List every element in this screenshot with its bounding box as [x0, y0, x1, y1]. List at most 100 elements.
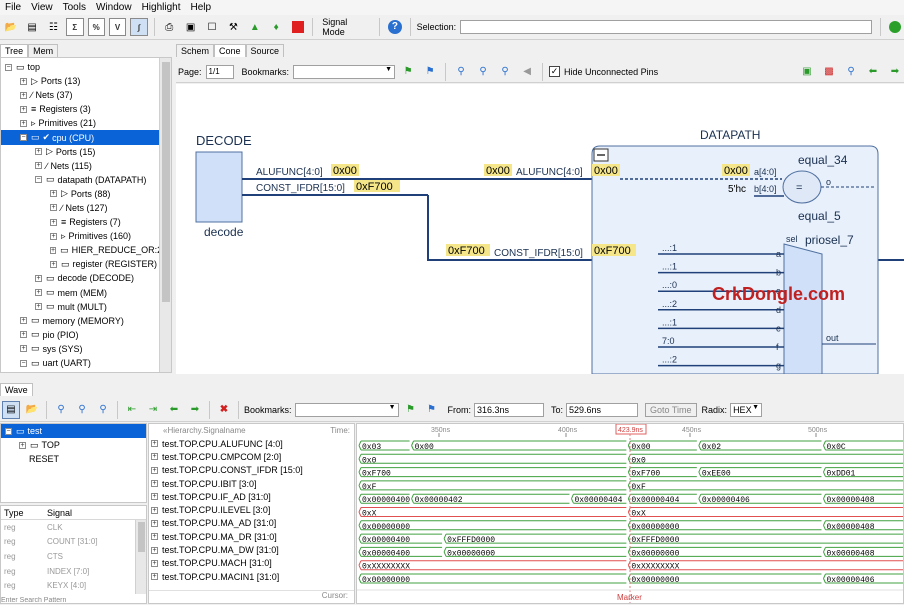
signal-row[interactable]: +test.TOP.CPU.MA_DW [31:0] — [149, 543, 354, 556]
expand-icon[interactable]: − — [20, 134, 27, 141]
tab-schem[interactable]: Schem — [176, 44, 214, 57]
first-icon[interactable]: ⇤ — [123, 401, 141, 419]
from-input[interactable]: 316.3ns — [474, 403, 544, 417]
expand-icon[interactable]: + — [50, 219, 57, 226]
zoom-icon[interactable]: ⚲ — [452, 63, 470, 81]
page-selector[interactable]: 1/1 — [206, 65, 234, 79]
goto-time-button[interactable]: Goto Time — [645, 403, 697, 417]
wave-open-icon[interactable]: 📂 — [23, 401, 41, 419]
print-icon[interactable]: ⎙ — [161, 18, 178, 36]
tree-item[interactable]: +▭mult (MULT) — [1, 300, 159, 314]
tree-item[interactable]: −▭top — [1, 60, 159, 74]
last-icon[interactable]: ⇥ — [144, 401, 162, 419]
tree-item[interactable]: +▹Primitives (21) — [1, 116, 159, 130]
menu-item-file[interactable]: File — [0, 2, 26, 13]
tab-cone[interactable]: Cone — [214, 44, 246, 57]
tree-item[interactable]: +≡Registers (3) — [1, 102, 159, 116]
tree-item[interactable]: +▷Ports (15) — [1, 145, 159, 159]
tree-item[interactable]: −▭uart (UART) — [1, 356, 159, 370]
verilog-icon[interactable]: V — [109, 18, 126, 36]
find-icon[interactable]: ⚲ — [842, 63, 860, 81]
wave-zoom-out-icon[interactable]: ⚲ — [94, 401, 112, 419]
tree-item[interactable]: +▭mem (MEM) — [1, 286, 159, 300]
flag-add-icon[interactable]: ⚑ — [399, 63, 417, 81]
back-icon[interactable]: ◀ — [518, 63, 536, 81]
tree-item[interactable]: +▷Ports (11) — [1, 370, 159, 373]
expand-icon[interactable]: + — [50, 247, 56, 254]
tree-item[interactable]: +▷Ports (13) — [1, 74, 159, 88]
signal-table-row[interactable]: regKEYX [4:0] — [1, 578, 146, 593]
tab-mem[interactable]: Mem — [28, 44, 58, 57]
tree-item[interactable]: +▹Primitives (160) — [1, 229, 159, 243]
wave-tree-item[interactable]: RESET — [1, 452, 146, 466]
expand-icon[interactable]: − — [20, 360, 27, 367]
wave-list-icon[interactable]: ▤ — [2, 401, 20, 419]
expand-icon[interactable]: + — [50, 190, 57, 197]
tree-item[interactable]: +▭pio (PIO) — [1, 328, 159, 342]
expand-icon[interactable]: + — [19, 442, 26, 449]
signal-row[interactable]: +test.TOP.CPU.CONST_IFDR [15:0] — [149, 464, 354, 477]
expand-icon[interactable]: + — [151, 520, 158, 527]
tab-source[interactable]: Source — [246, 44, 285, 57]
tree-item[interactable]: +▭decode (DECODE) — [1, 271, 159, 285]
expand-icon[interactable]: + — [50, 233, 57, 240]
expand-icon[interactable]: + — [35, 289, 42, 296]
sigma-icon[interactable]: Σ — [66, 18, 83, 36]
mux-block[interactable] — [784, 244, 822, 374]
list-icon[interactable]: ▤ — [23, 18, 40, 36]
menu-item-tools[interactable]: Tools — [58, 2, 91, 13]
tree-item[interactable]: −▭✔cpu (CPU) — [1, 130, 159, 144]
wave-tree-item[interactable]: +▭TOP — [1, 438, 146, 452]
signal-row[interactable]: +test.TOP.CPU.ILEVEL [3:0] — [149, 503, 354, 516]
signal-table-row[interactable]: regCTS — [1, 549, 146, 564]
expand-icon[interactable]: + — [35, 148, 42, 155]
expand-icon[interactable]: − — [35, 176, 42, 183]
hide-unconnected-checkbox[interactable]: ✓ — [549, 66, 560, 77]
signal-row[interactable]: +test.TOP.CPU.IBIT [3:0] — [149, 477, 354, 490]
tree-item[interactable]: +▭HIER_REDUCE_OR:2:4 — [1, 243, 159, 257]
hierarchy-icon[interactable]: ▲ — [246, 18, 263, 36]
delete-icon[interactable]: ✖ — [215, 401, 233, 419]
image-icon[interactable]: ▣ — [798, 63, 816, 81]
tree-item[interactable]: +▭sys (SYS) — [1, 342, 159, 356]
wave-bookmarks-select[interactable]: ▼ — [295, 403, 399, 417]
tree-item[interactable]: +∕Nets (37) — [1, 88, 159, 102]
arrow-left-icon[interactable]: ⬅ — [864, 63, 882, 81]
puzzle-icon[interactable]: ♦ — [267, 18, 284, 36]
signal-mode-button[interactable]: Signal Mode — [319, 17, 373, 37]
wave-flag-add-icon[interactable]: ⚑ — [402, 401, 420, 419]
zoom-in-icon[interactable]: ⚲ — [474, 63, 492, 81]
signal-row[interactable]: +test.TOP.CPU.ALUFUNC [4:0] — [149, 437, 354, 450]
signal-row[interactable]: +test.TOP.CPU.MA_AD [31:0] — [149, 517, 354, 530]
radix-select[interactable]: HEX▼ — [730, 403, 762, 417]
signal-row[interactable]: +test.TOP.CPU.IF_AD [31:0] — [149, 490, 354, 503]
wave-zoom-icon[interactable]: ⚲ — [52, 401, 70, 419]
to-input[interactable]: 529.6ns — [566, 403, 638, 417]
expand-icon[interactable]: + — [151, 440, 158, 447]
stop-icon[interactable] — [289, 18, 306, 36]
expand-icon[interactable]: + — [20, 92, 27, 99]
expand-icon[interactable]: + — [151, 467, 158, 474]
expand-icon[interactable]: + — [50, 204, 57, 211]
signal-table-row[interactable]: regCLK — [1, 520, 146, 535]
open-folder-icon[interactable]: 📂 — [2, 18, 19, 36]
expand-icon[interactable]: + — [151, 493, 158, 500]
expand-icon[interactable]: + — [20, 317, 27, 324]
tab-wave[interactable]: Wave — [0, 383, 33, 396]
zoom-out-icon[interactable]: ⚲ — [496, 63, 514, 81]
tree-scrollbar[interactable] — [159, 58, 171, 372]
expand-icon[interactable]: + — [35, 162, 42, 169]
wave-tree-item[interactable]: −▭test — [1, 424, 146, 438]
signal-row[interactable]: +test.TOP.CPU.CMPCOM [2:0] — [149, 450, 354, 463]
expand-icon[interactable]: + — [151, 560, 158, 567]
arrow-right-icon[interactable]: ➡ — [886, 63, 904, 81]
page-icon[interactable]: ☐ — [203, 18, 220, 36]
menu-item-view[interactable]: View — [26, 2, 58, 13]
expand-icon[interactable]: + — [20, 106, 27, 113]
expand-icon[interactable]: − — [5, 428, 12, 435]
expand-icon[interactable]: + — [20, 331, 27, 338]
flag-remove-icon[interactable]: ⚑ — [421, 63, 439, 81]
expand-icon[interactable]: + — [35, 275, 42, 282]
expand-icon[interactable]: + — [151, 533, 158, 540]
expand-icon[interactable]: + — [20, 78, 27, 85]
